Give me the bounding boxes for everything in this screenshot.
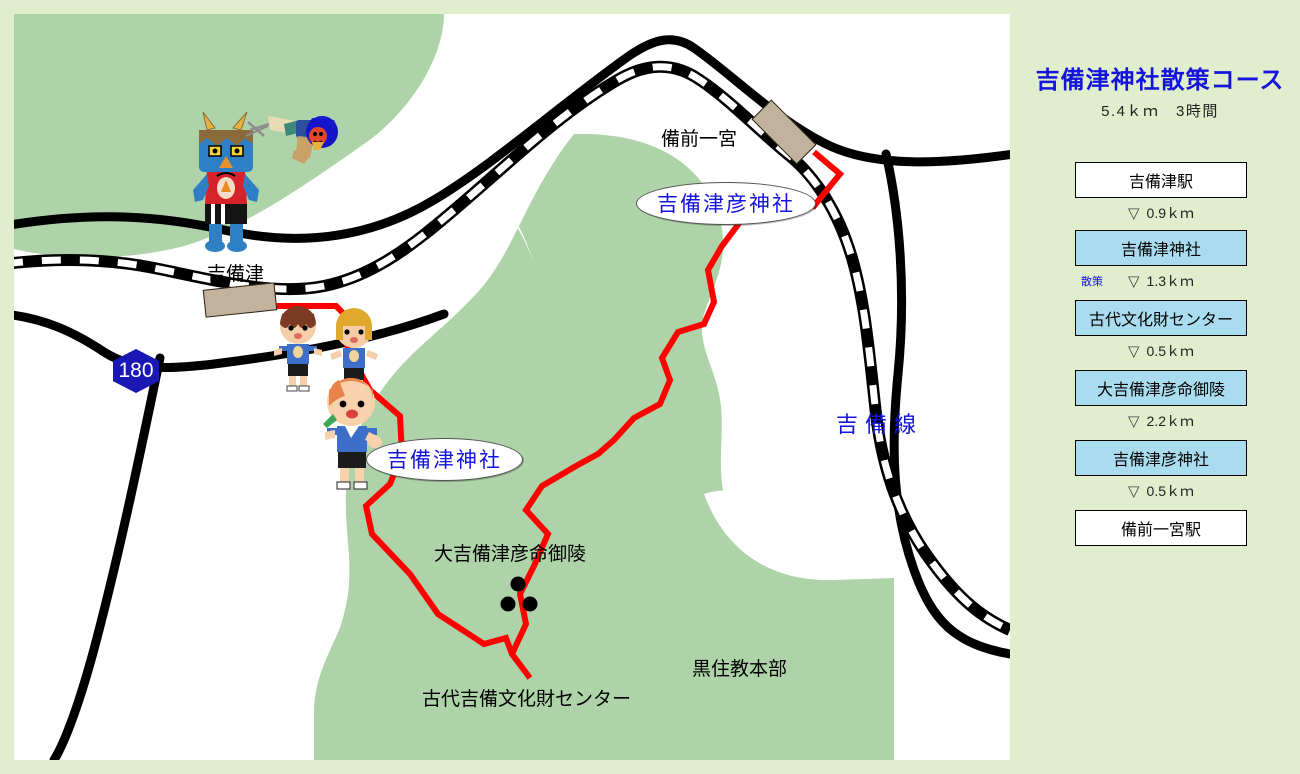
map-graphics bbox=[14, 14, 1010, 760]
leg-arrow-icon: ▽ bbox=[1127, 482, 1140, 500]
sidebar: 吉備津神社散策コース 5.4ｋｍ 3時間 吉備津駅 ▽ 0.9ｋｍ 吉備津神社 … bbox=[1020, 0, 1300, 774]
course-title: 吉備津神社散策コース bbox=[1035, 67, 1285, 94]
route-stop-kibitsuhiko-shrine[interactable]: 吉備津彦神社 bbox=[1075, 440, 1247, 476]
pin-label-kibitsuhiko-shrine[interactable]: 吉備津彦神社 bbox=[636, 182, 816, 225]
child-character-1 bbox=[274, 306, 322, 392]
pin-label-kibitsu-shrine[interactable]: 吉備津神社 bbox=[366, 438, 523, 481]
railway-name-label: 吉備線 bbox=[836, 412, 924, 437]
station-label-bizen-ichinomiya: 備前一宮 bbox=[661, 129, 738, 150]
leg-arrow-icon: ▽ bbox=[1127, 342, 1140, 360]
route-leg-3: ▽ 0.5ｋｍ bbox=[1075, 338, 1247, 364]
leg-arrow-icon: ▽ bbox=[1127, 204, 1140, 222]
leg-arrow-icon: ▽ bbox=[1127, 272, 1140, 290]
leg-note-walking: 散策 bbox=[1081, 276, 1103, 288]
child-character-3 bbox=[323, 378, 382, 490]
oni-character bbox=[193, 111, 259, 252]
leg-arrow-icon: ▽ bbox=[1127, 412, 1140, 430]
station-label-kibitsu: 吉備津 bbox=[207, 264, 265, 285]
leg-distance: 0.9ｋｍ bbox=[1146, 205, 1194, 221]
route-stop-kibitsu-shrine[interactable]: 吉備津神社 bbox=[1075, 230, 1247, 266]
route-stop-kibitsu-station[interactable]: 吉備津駅 bbox=[1075, 162, 1247, 198]
route-leg-1: ▽ 0.9ｋｍ bbox=[1075, 200, 1247, 226]
flying-warrior-character bbox=[245, 116, 338, 164]
map-panel[interactable]: 吉備津 備前一宮 吉備津彦神社 吉備津神社 大吉備津彦命御陵 古代吉備文化財セン… bbox=[14, 14, 1010, 760]
route-leg-2: 散策 ▽ 1.3ｋｍ bbox=[1075, 268, 1247, 294]
route-stop-bizen-ichinomiya-station[interactable]: 備前一宮駅 bbox=[1075, 510, 1247, 546]
tomb-markers bbox=[500, 576, 538, 612]
route-stop-tomb[interactable]: 大吉備津彦命御陵 bbox=[1075, 370, 1247, 406]
route-leg-4: ▽ 2.2ｋｍ bbox=[1075, 408, 1247, 434]
course-summary: 5.4ｋｍ 3時間 bbox=[1101, 103, 1219, 120]
place-label-tomb: 大吉備津彦命御陵 bbox=[434, 544, 587, 565]
route-leg-5: ▽ 0.5ｋｍ bbox=[1075, 478, 1247, 504]
leg-distance: 2.2ｋｍ bbox=[1146, 413, 1194, 429]
place-label-culture-center: 古代吉備文化財センター bbox=[422, 689, 632, 710]
leg-distance: 0.5ｋｍ bbox=[1146, 483, 1194, 499]
leg-distance: 1.3ｋｍ bbox=[1146, 273, 1194, 289]
route-stop-culture-center[interactable]: 古代文化財センター bbox=[1075, 300, 1247, 336]
place-label-kurozumikyo: 黒住教本部 bbox=[692, 659, 788, 680]
leg-distance: 0.5ｋｍ bbox=[1146, 343, 1194, 359]
